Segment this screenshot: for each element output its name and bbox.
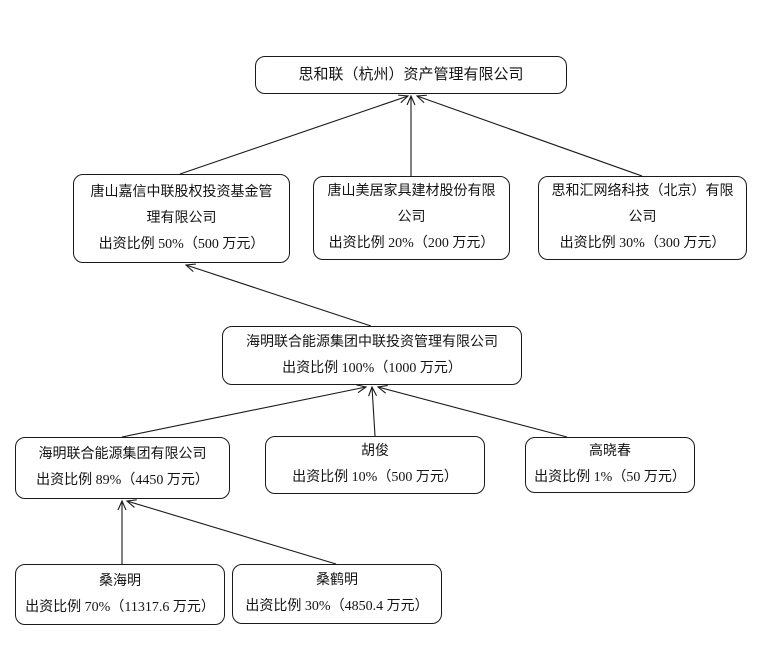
company-name: 思和联（杭州）资产管理有限公司 [298,67,524,83]
node-sang-haiming: 桑海明 出资比例 70%（11317.6 万元） [15,564,225,625]
node-haiming-group: 海明联合能源集团有限公司 出资比例 89%（4450 万元） [15,437,230,499]
person-name: 胡俊 [361,444,389,459]
node-root-company: 思和联（杭州）资产管理有限公司 [255,56,567,94]
person-name: 桑鹤明 [316,573,358,588]
edge-sihehui-to-root [415,94,643,177]
stake-label: 出资比例 1%（50 万元） [534,470,686,485]
node-tangshan-meiju: 唐山美居家具建材股份有限公司 出资比例 20%（200 万元） [313,176,510,260]
stake-label: 出资比例 89%（4450 万元） [36,473,209,488]
company-name: 海明联合能源集团有限公司 [38,447,207,462]
person-name: 高晓春 [589,444,631,459]
node-sang-heming: 桑鹤明 出资比例 30%（4850.4 万元） [232,564,442,624]
node-hu-jun: 胡俊 出资比例 10%（500 万元） [265,436,485,494]
stake-label: 出资比例 50%（500 万元） [98,236,265,252]
edge-sangheming-to-group [125,499,337,565]
edge-haiming-group-to-zhonglian [121,384,368,438]
company-name: 唐山嘉信中联股权投资基金管理有限公司 [90,184,273,226]
node-gao-xiaochun: 高晓春 出资比例 1%（50 万元） [525,437,695,493]
stake-label: 出资比例 100%（1000 万元） [282,360,462,376]
node-tangshan-jiaxin: 唐山嘉信中联股权投资基金管理有限公司 出资比例 50%（500 万元） [73,174,290,263]
stake-label: 出资比例 20%（200 万元） [328,236,495,251]
edge-gaoxiaochun-to-zhonglian [376,384,568,438]
stake-label: 出资比例 30%（4850.4 万元） [245,599,429,614]
company-name: 海明联合能源集团中联投资管理有限公司 [246,334,498,350]
node-haiming-zhonglian: 海明联合能源集团中联投资管理有限公司 出资比例 100%（1000 万元） [222,326,522,385]
person-name: 桑海明 [99,573,141,589]
edge-zhonglian-to-jiaxin [184,263,372,327]
edge-hujun-to-zhonglian [368,385,378,437]
stake-label: 出资比例 30%（300 万元） [559,236,726,251]
stake-label: 出资比例 70%（11317.6 万元） [25,599,215,615]
node-sihehui-network: 思和汇网络科技（北京）有限公司 出资比例 30%（300 万元） [538,176,747,260]
edge-tangshan-jiaxin-to-root [179,94,410,175]
company-name: 唐山美居家具建材股份有限公司 [327,184,496,225]
stake-label: 出资比例 10%（500 万元） [292,470,458,485]
company-name: 思和汇网络科技（北京）有限公司 [551,184,734,225]
